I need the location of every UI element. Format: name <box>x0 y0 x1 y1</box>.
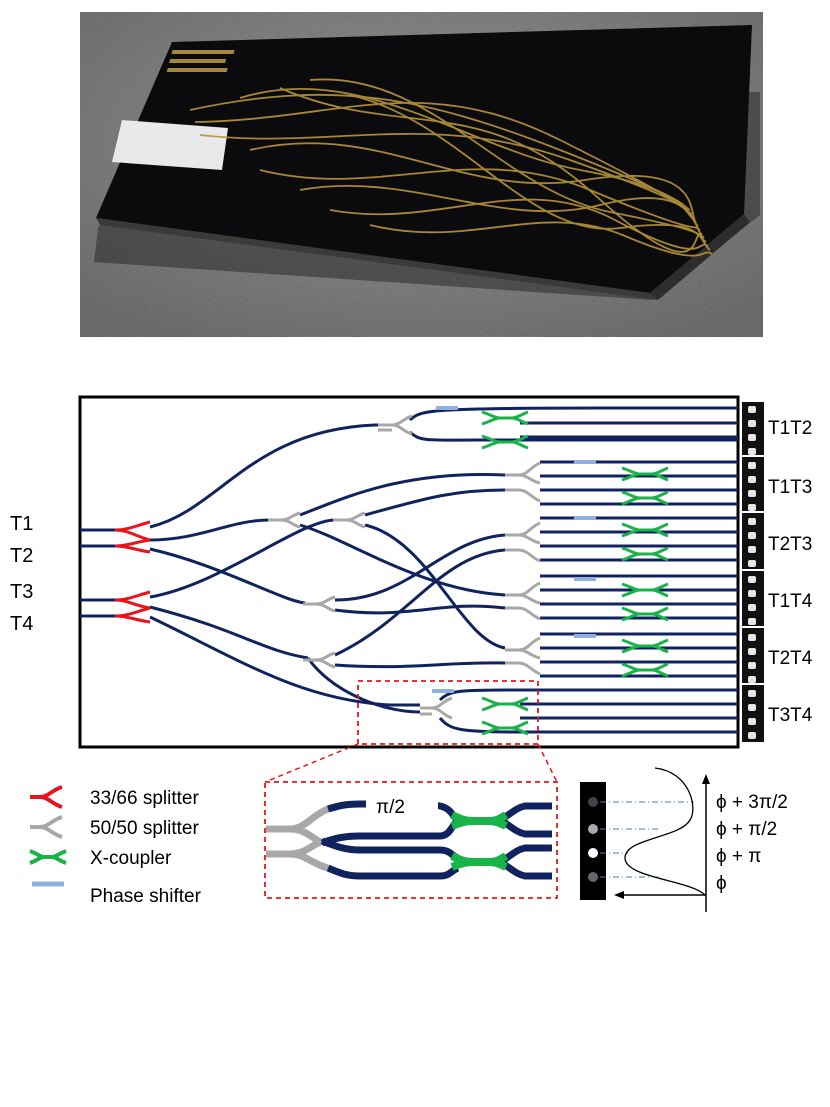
legend-item-50-50: 50/50 splitter <box>30 815 199 839</box>
projection-lines <box>600 801 694 878</box>
phase-label-3pi2: ϕ + 3π/2 <box>716 792 788 813</box>
detector-phase-diagram: ϕ + 3π/2 ϕ + π/2 ϕ + π ϕ <box>580 767 788 912</box>
splitters-50-50 <box>268 414 541 720</box>
legend-item-x-coupler: X-coupler <box>29 848 172 869</box>
splitter-icon <box>30 815 63 839</box>
pixel-phi <box>588 872 598 882</box>
bond-pad <box>112 120 228 170</box>
inset-zoom: π/2 <box>264 781 558 899</box>
output-label-t2t4: T2T4 <box>768 648 813 669</box>
pixel-pi <box>588 848 598 858</box>
chip-waveguides <box>189 78 713 257</box>
chip-marking <box>166 50 235 72</box>
inset-splitters <box>266 805 330 872</box>
legend-item-33-66: 33/66 splitter <box>30 785 199 809</box>
inset-phase-label: π/2 <box>376 797 405 818</box>
x-couplers <box>481 410 669 736</box>
input-label-t2: T2 <box>10 545 33 567</box>
input-label-t4: T4 <box>10 613 33 635</box>
chip-photo <box>80 12 763 337</box>
splitter-icon <box>30 785 63 809</box>
legend-label: 50/50 splitter <box>90 818 199 839</box>
axis-arrow-left <box>614 891 624 899</box>
intensity-curve <box>624 767 706 896</box>
output-label-t1t3: T1T3 <box>768 477 812 498</box>
output-label-t2t3: T2T3 <box>768 534 812 555</box>
x-coupler-icon <box>29 849 67 865</box>
legend-label: Phase shifter <box>90 886 202 907</box>
legend: 33/66 splitter 50/50 splitter X-coupler … <box>29 785 202 907</box>
output-label-t1t4: T1T4 <box>768 591 813 612</box>
detector-strips <box>742 402 764 742</box>
phase-label-phi: ϕ <box>716 873 727 894</box>
chip-edge-right <box>650 214 750 300</box>
axis-arrow-up <box>702 774 710 784</box>
pixel-pi2 <box>588 824 598 834</box>
output-label-t1t2: T1T2 <box>768 418 812 439</box>
phase-shifters <box>432 406 596 693</box>
legend-label: X-coupler <box>90 848 172 869</box>
inset-x-couplers <box>450 811 509 871</box>
zoom-lines <box>264 743 558 783</box>
output-label-t3t4: T3T4 <box>768 705 813 726</box>
inset-phase-gap <box>366 797 438 811</box>
phase-label-pi2: ϕ + π/2 <box>716 819 777 840</box>
legend-label: 33/66 splitter <box>90 788 199 809</box>
legend-item-phase-shifter: Phase shifter <box>32 881 202 907</box>
splitters-33-66 <box>114 520 151 624</box>
input-label-t3: T3 <box>10 581 33 603</box>
waveguides <box>80 406 738 734</box>
schematic: T1 T2 T3 T4 T1T2 T1T3 T2T3 T1T4 T2T4 T3T… <box>10 395 813 749</box>
inset-selection <box>357 680 539 745</box>
pixel-3pi2 <box>588 797 598 807</box>
input-label-t1: T1 <box>10 513 33 535</box>
chip-edge <box>96 218 658 300</box>
phase-label-pi: ϕ + π <box>716 846 761 867</box>
